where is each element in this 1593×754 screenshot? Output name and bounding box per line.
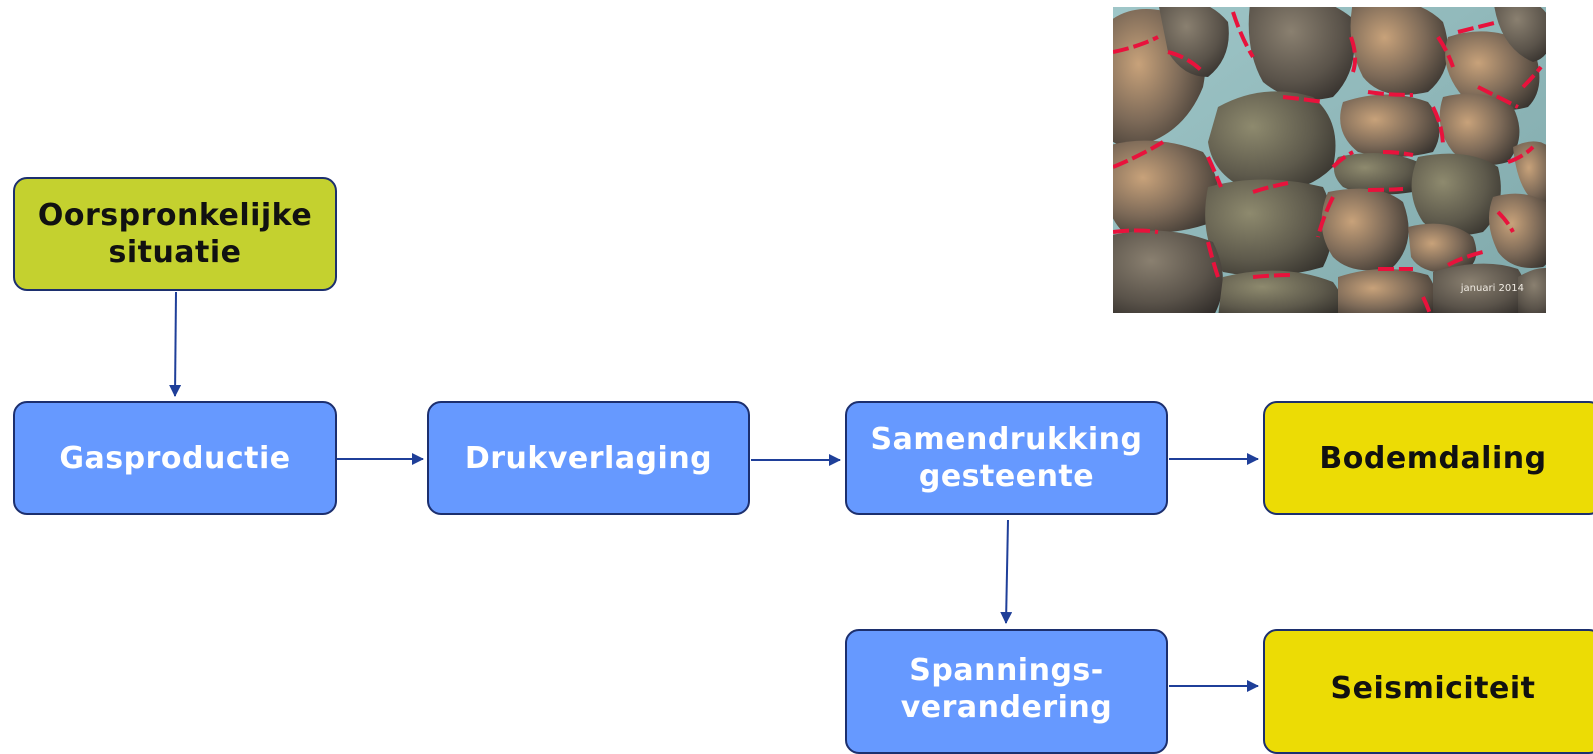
grain [1113, 230, 1223, 313]
grain [1350, 7, 1448, 95]
grain [1321, 188, 1409, 271]
node-gasproductie: Gasproductie [13, 401, 337, 515]
arrow-orig-to-gas [169, 291, 182, 397]
grain [1113, 140, 1219, 234]
grain [1518, 268, 1546, 313]
node-spanningsverandering: Spannings- verandering [845, 629, 1168, 754]
grain [1489, 193, 1546, 268]
rock-grains-illustration: januari 2014 [1113, 7, 1546, 313]
grain [1248, 7, 1355, 100]
grain [1218, 270, 1345, 313]
grain [1340, 94, 1440, 157]
arrow-samen-to-span [1000, 519, 1013, 624]
grain [1334, 153, 1422, 195]
node-seismiciteit: Seismiciteit [1263, 629, 1593, 754]
grain [1445, 31, 1540, 111]
grain [1494, 7, 1546, 62]
grain [1411, 153, 1501, 236]
grain [1338, 269, 1437, 313]
grain [1439, 93, 1520, 166]
grain [1159, 7, 1229, 77]
node-samendrukking-gesteente: Samendrukking gesteente [845, 401, 1168, 515]
node-oorspronkelijke-situatie: Oorspronkelijke situatie [13, 177, 337, 291]
photo-caption: januari 2014 [1460, 283, 1524, 294]
node-drukverlaging: Drukverlaging [427, 401, 750, 515]
grain [1433, 263, 1527, 313]
node-bodemdaling: Bodemdaling [1263, 401, 1593, 515]
grain [1205, 179, 1333, 276]
grain [1208, 91, 1336, 193]
